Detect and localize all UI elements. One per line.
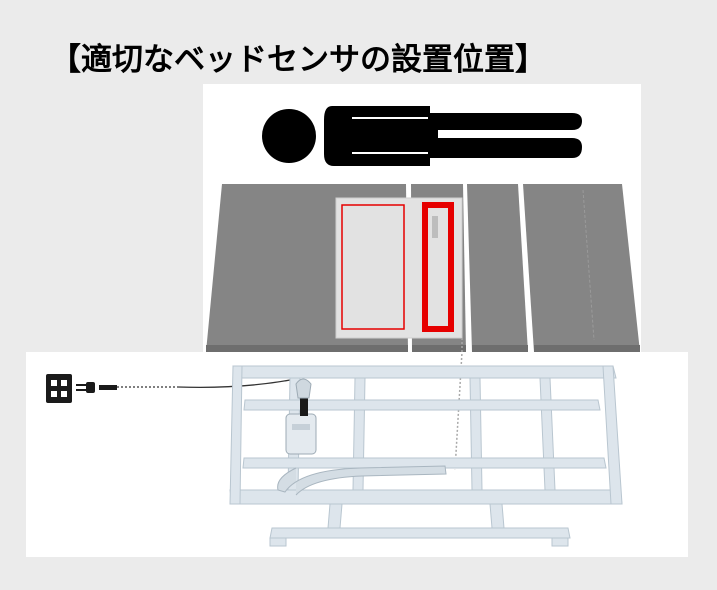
bed-frame: [229, 365, 623, 547]
bed-sensor-pad: [335, 197, 463, 339]
mattress-seam: [582, 189, 595, 341]
sensor-connector: [432, 216, 438, 238]
power-plug-icon: [76, 382, 117, 393]
sensor-area-outline: [341, 204, 405, 330]
mattress-shading: [206, 345, 640, 352]
mattress-section-4: [523, 184, 640, 352]
mattress-section-3: [467, 184, 528, 352]
power-outlet-icon: [46, 374, 72, 403]
title: 【適切なベッドセンサの設置位置】: [50, 42, 546, 78]
sensor-position-highlight: [422, 202, 454, 332]
person-outline-lines: [352, 117, 570, 154]
person-lying-icon: [262, 106, 582, 166]
sensor-control-unit: [277, 378, 447, 496]
sensor-cable: [454, 338, 463, 471]
